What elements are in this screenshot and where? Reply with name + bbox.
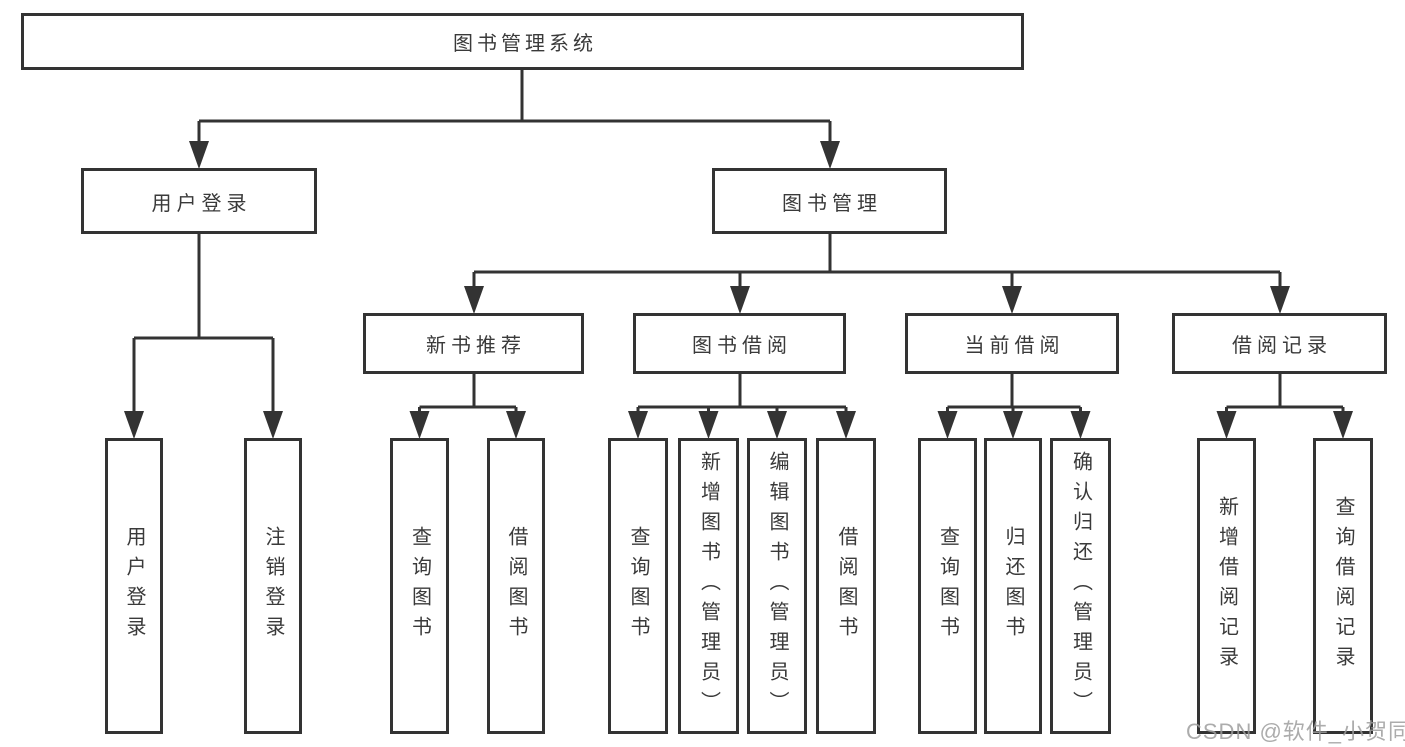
leaf-br-add-record-label: 新增借阅记录: [1215, 496, 1238, 676]
leaf-bb-edit-books-admin-label: 编辑图书（管理员）: [766, 451, 788, 721]
node-borrow-records-label: 借阅记录: [1232, 335, 1332, 357]
leaf-bb-edit-books-admin: 编辑图书（管理员）: [747, 438, 807, 734]
leaf-br-add-record: 新增借阅记录: [1197, 438, 1256, 734]
leaf-bb-borrow-books: 借阅图书: [816, 438, 876, 734]
node-book-borrow: 图书借阅: [633, 313, 846, 374]
leaf-cb-return-books: 归还图书: [984, 438, 1042, 734]
leaf-nbr-borrow-books: 借阅图书: [487, 438, 545, 734]
arrowheads: [124, 141, 1353, 439]
node-borrow-records: 借阅记录: [1172, 313, 1387, 374]
node-current-borrow: 当前借阅: [905, 313, 1119, 374]
leaf-user-login: 用户登录: [105, 438, 163, 734]
leaf-cb-query-books-label: 查询图书: [936, 526, 959, 646]
leaf-bb-query-books: 查询图书: [608, 438, 668, 734]
leaf-nbr-query-books-label: 查询图书: [408, 526, 431, 646]
leaf-bb-add-books-admin-label: 新增图书（管理员）: [697, 451, 720, 721]
leaf-cb-return-books-label: 归还图书: [1002, 526, 1024, 646]
node-new-book-recommend-label: 新书推荐: [426, 335, 526, 357]
leaf-cb-query-books: 查询图书: [918, 438, 977, 734]
node-user-login-label: 用户登录: [151, 192, 252, 215]
leaf-user-login-label: 用户登录: [123, 526, 145, 646]
leaf-br-query-record-label: 查询借阅记录: [1332, 496, 1354, 676]
leaf-nbr-query-books: 查询图书: [390, 438, 449, 734]
leaf-cb-confirm-return-admin-label: 确认归还（管理员）: [1069, 451, 1092, 721]
node-root: 图书管理系统: [21, 13, 1024, 70]
leaf-nbr-borrow-books-label: 借阅图书: [505, 526, 527, 646]
node-new-book-recommend: 新书推荐: [363, 313, 584, 374]
node-book-management-label: 图书管理: [782, 192, 882, 215]
node-root-label: 图书管理系统: [453, 33, 597, 55]
leaf-bb-query-books-label: 查询图书: [627, 526, 649, 646]
leaf-logout-login-label: 注销登录: [262, 526, 284, 646]
leaf-br-query-record: 查询借阅记录: [1313, 438, 1373, 734]
node-book-borrow-label: 图书借阅: [692, 335, 792, 357]
leaf-bb-borrow-books-label: 借阅图书: [835, 526, 857, 646]
node-book-management: 图书管理: [712, 168, 947, 234]
node-user-login: 用户登录: [81, 168, 317, 234]
node-current-borrow-label: 当前借阅: [964, 335, 1065, 357]
leaf-bb-add-books-admin: 新增图书（管理员）: [678, 438, 739, 734]
leaf-cb-confirm-return-admin: 确认归还（管理员）: [1050, 438, 1111, 734]
leaf-logout-login: 注销登录: [244, 438, 302, 734]
csdn-watermark: CSDN @软件_小贺同学: [1186, 719, 1405, 744]
